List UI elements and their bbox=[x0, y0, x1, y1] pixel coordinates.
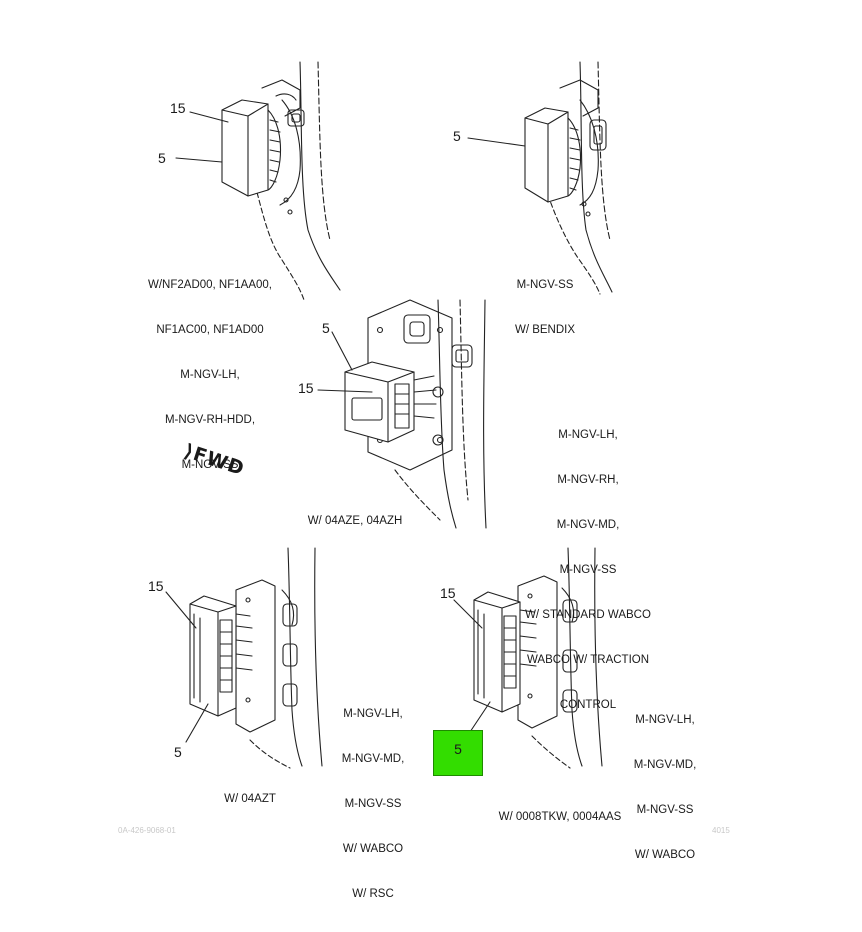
callout-15[interactable]: 15 bbox=[440, 585, 456, 601]
callout-15[interactable]: 15 bbox=[298, 380, 314, 396]
caption-line: M-NGV-MD, bbox=[633, 759, 697, 771]
caption-line: M-NGV-LH, bbox=[180, 369, 240, 381]
caption-bottom-right: W/ 0008TKW, 0004AAS bbox=[480, 780, 640, 855]
caption-line: M-NGV-RH-HDD, bbox=[164, 414, 256, 426]
caption-top-left: W/NF2AD00, NF1AA00, NF1AC00, NF1AD00 M-N… bbox=[135, 248, 285, 503]
side-caption-middle: M-NGV-LH, M-NGV-RH, M-NGV-MD, M-NGV-SS W… bbox=[508, 398, 668, 743]
caption-line: W/ STANDARD WABCO bbox=[525, 609, 651, 621]
callout-5[interactable]: 5 bbox=[158, 150, 166, 166]
caption-line: M-NGV-SS bbox=[636, 804, 694, 816]
parts-diagram: 15 5 5 5 15 15 5 15 5 W/NF2AD00, NF1AA00… bbox=[118, 61, 730, 900]
callout-15[interactable]: 15 bbox=[170, 100, 186, 116]
footer-left: 0A-426-9068-01 bbox=[118, 826, 176, 835]
callout-15[interactable]: 15 bbox=[148, 578, 164, 594]
caption-line: W/ WABCO bbox=[342, 843, 404, 855]
caption-line: M-NGV-MD, bbox=[556, 519, 620, 531]
caption-line: M-NGV-LH, bbox=[635, 714, 695, 726]
caption-line: NF1AC00, NF1AD00 bbox=[156, 324, 264, 336]
caption-line: W/ WABCO bbox=[634, 849, 696, 861]
view-bottom-left-drawing bbox=[165, 547, 323, 769]
callout-5[interactable]: 5 bbox=[453, 128, 461, 144]
caption-line: W/ 04AZT bbox=[224, 793, 276, 805]
caption-line: M-NGV-RH, bbox=[557, 474, 619, 486]
caption-bottom-left: W/ 04AZT bbox=[205, 762, 295, 837]
view-bottom-right-drawing bbox=[453, 547, 603, 769]
caption-line: W/ BENDIX bbox=[514, 324, 576, 336]
caption-line: M-NGV-SS bbox=[344, 798, 402, 810]
caption-line: M-NGV-LH, bbox=[558, 429, 618, 441]
caption-line: W/ 0008TKW, 0004AAS bbox=[498, 811, 622, 823]
callout-5[interactable]: 5 bbox=[174, 744, 182, 760]
caption-line: W/NF2AD00, NF1AA00, bbox=[148, 279, 272, 291]
caption-line: M-NGV-LH, bbox=[343, 708, 403, 720]
view-top-right-drawing bbox=[467, 61, 613, 295]
caption-line: W/ 04AZE, 04AZH bbox=[307, 515, 403, 527]
callout-5[interactable]: 5 bbox=[322, 320, 330, 336]
view-top-left-drawing bbox=[175, 61, 341, 301]
caption-line: M-NGV-SS bbox=[516, 279, 574, 291]
highlighted-callout-5[interactable]: 5 bbox=[433, 730, 483, 776]
diagram-drawing bbox=[165, 61, 613, 769]
caption-line: WABCO W/ TRACTION bbox=[526, 654, 650, 666]
caption-line: M-NGV-SS bbox=[559, 564, 617, 576]
caption-line: CONTROL bbox=[559, 699, 617, 711]
side-caption-bottom-right: M-NGV-LH, M-NGV-MD, M-NGV-SS W/ WABCO bbox=[620, 683, 710, 893]
caption-top-right: M-NGV-SS W/ BENDIX bbox=[490, 248, 600, 368]
side-caption-bottom-left: M-NGV-LH, M-NGV-MD, M-NGV-SS W/ WABCO W/… bbox=[328, 677, 418, 932]
footer-right: 4015 bbox=[712, 826, 730, 835]
view-middle-drawing bbox=[317, 299, 487, 529]
highlighted-callout-label: 5 bbox=[454, 741, 462, 757]
caption-line: M-NGV-MD, bbox=[341, 753, 405, 765]
caption-line: M-NGV-SS bbox=[181, 459, 239, 471]
caption-middle: W/ 04AZE, 04AZH bbox=[290, 484, 420, 559]
caption-line: W/ RSC bbox=[352, 888, 394, 900]
